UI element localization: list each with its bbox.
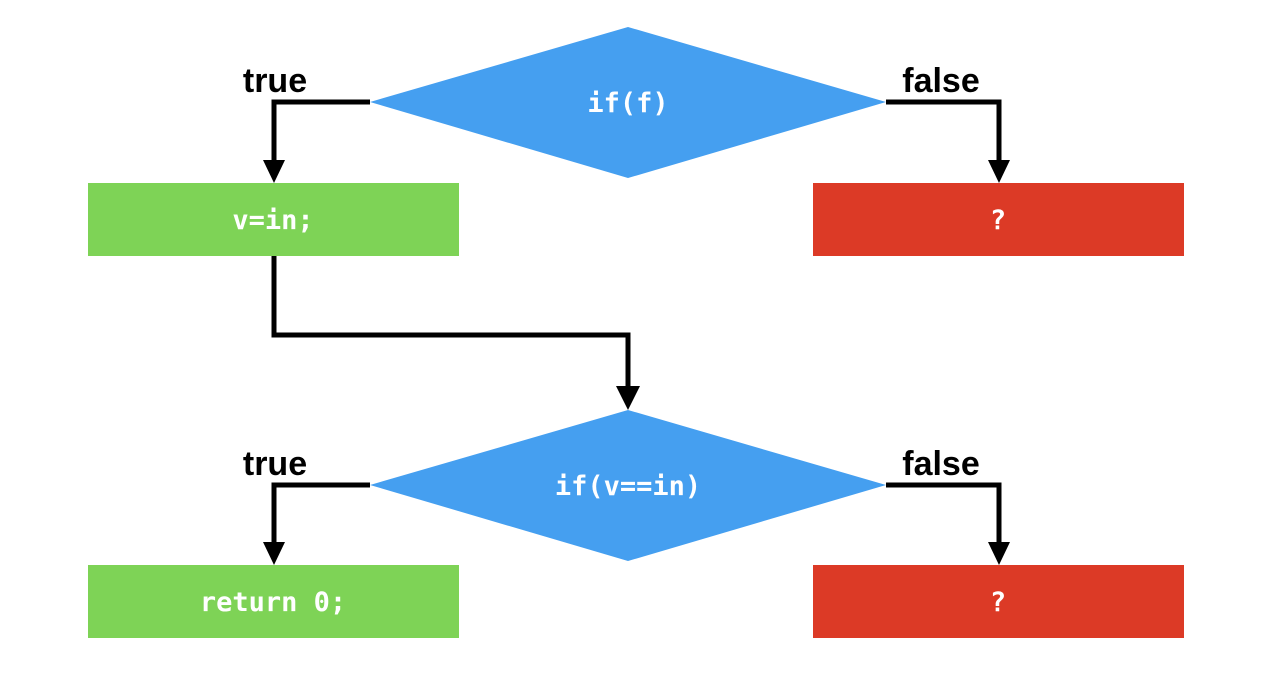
error-box-unknown-bottom[interactable]: [813, 565, 1184, 638]
arrowhead-check-true: [263, 542, 285, 565]
edge-label-check-true: true: [243, 445, 307, 483]
edge-path-if-f-true: [271, 99, 370, 170]
decision-label-if-f: if(f): [587, 88, 668, 119]
node-if-v-eq-in[interactable]: if(v==in): [370, 410, 886, 561]
node-return-zero[interactable]: return 0;: [88, 565, 459, 638]
edge-path-if-f-false: [886, 99, 1002, 170]
process-box-return-zero[interactable]: [88, 565, 459, 638]
edge-path-check-false: [886, 482, 1002, 552]
edge-label-if-f-true: true: [243, 62, 307, 100]
edge-label-check-false: false: [902, 445, 980, 483]
node-unknown-top[interactable]: ?: [813, 183, 1184, 256]
edge-if-f-false: false: [886, 62, 1010, 183]
arrowhead-check-false: [988, 542, 1010, 565]
edge-if-f-true: true: [243, 62, 370, 183]
decision-diamond-if-f[interactable]: [370, 27, 886, 178]
error-label-unknown-top: ?: [990, 205, 1006, 236]
edge-check-true: true: [243, 445, 370, 565]
process-box-assign-v[interactable]: [88, 183, 459, 256]
arrowhead-if-f-true: [263, 160, 285, 183]
decision-diamond-if-v-eq-in[interactable]: [370, 410, 886, 561]
node-unknown-bottom[interactable]: ?: [813, 565, 1184, 638]
process-label-assign-v: v=in;: [232, 205, 313, 236]
node-if-f[interactable]: if(f): [370, 27, 886, 178]
edge-assign-to-check: [271, 256, 640, 410]
arrowhead-assign-to-check: [616, 386, 640, 410]
decision-label-if-v-eq-in: if(v==in): [555, 471, 701, 502]
error-label-unknown-bottom: ?: [990, 587, 1006, 618]
edge-path-check-true: [271, 482, 370, 552]
edge-check-false: false: [886, 445, 1010, 565]
error-box-unknown-top[interactable]: [813, 183, 1184, 256]
arrowhead-if-f-false: [988, 160, 1010, 183]
node-assign-v[interactable]: v=in;: [88, 183, 459, 256]
edge-label-if-f-false: false: [902, 62, 980, 100]
edge-path-assign-to-check: [271, 256, 631, 398]
process-label-return-zero: return 0;: [200, 587, 346, 618]
